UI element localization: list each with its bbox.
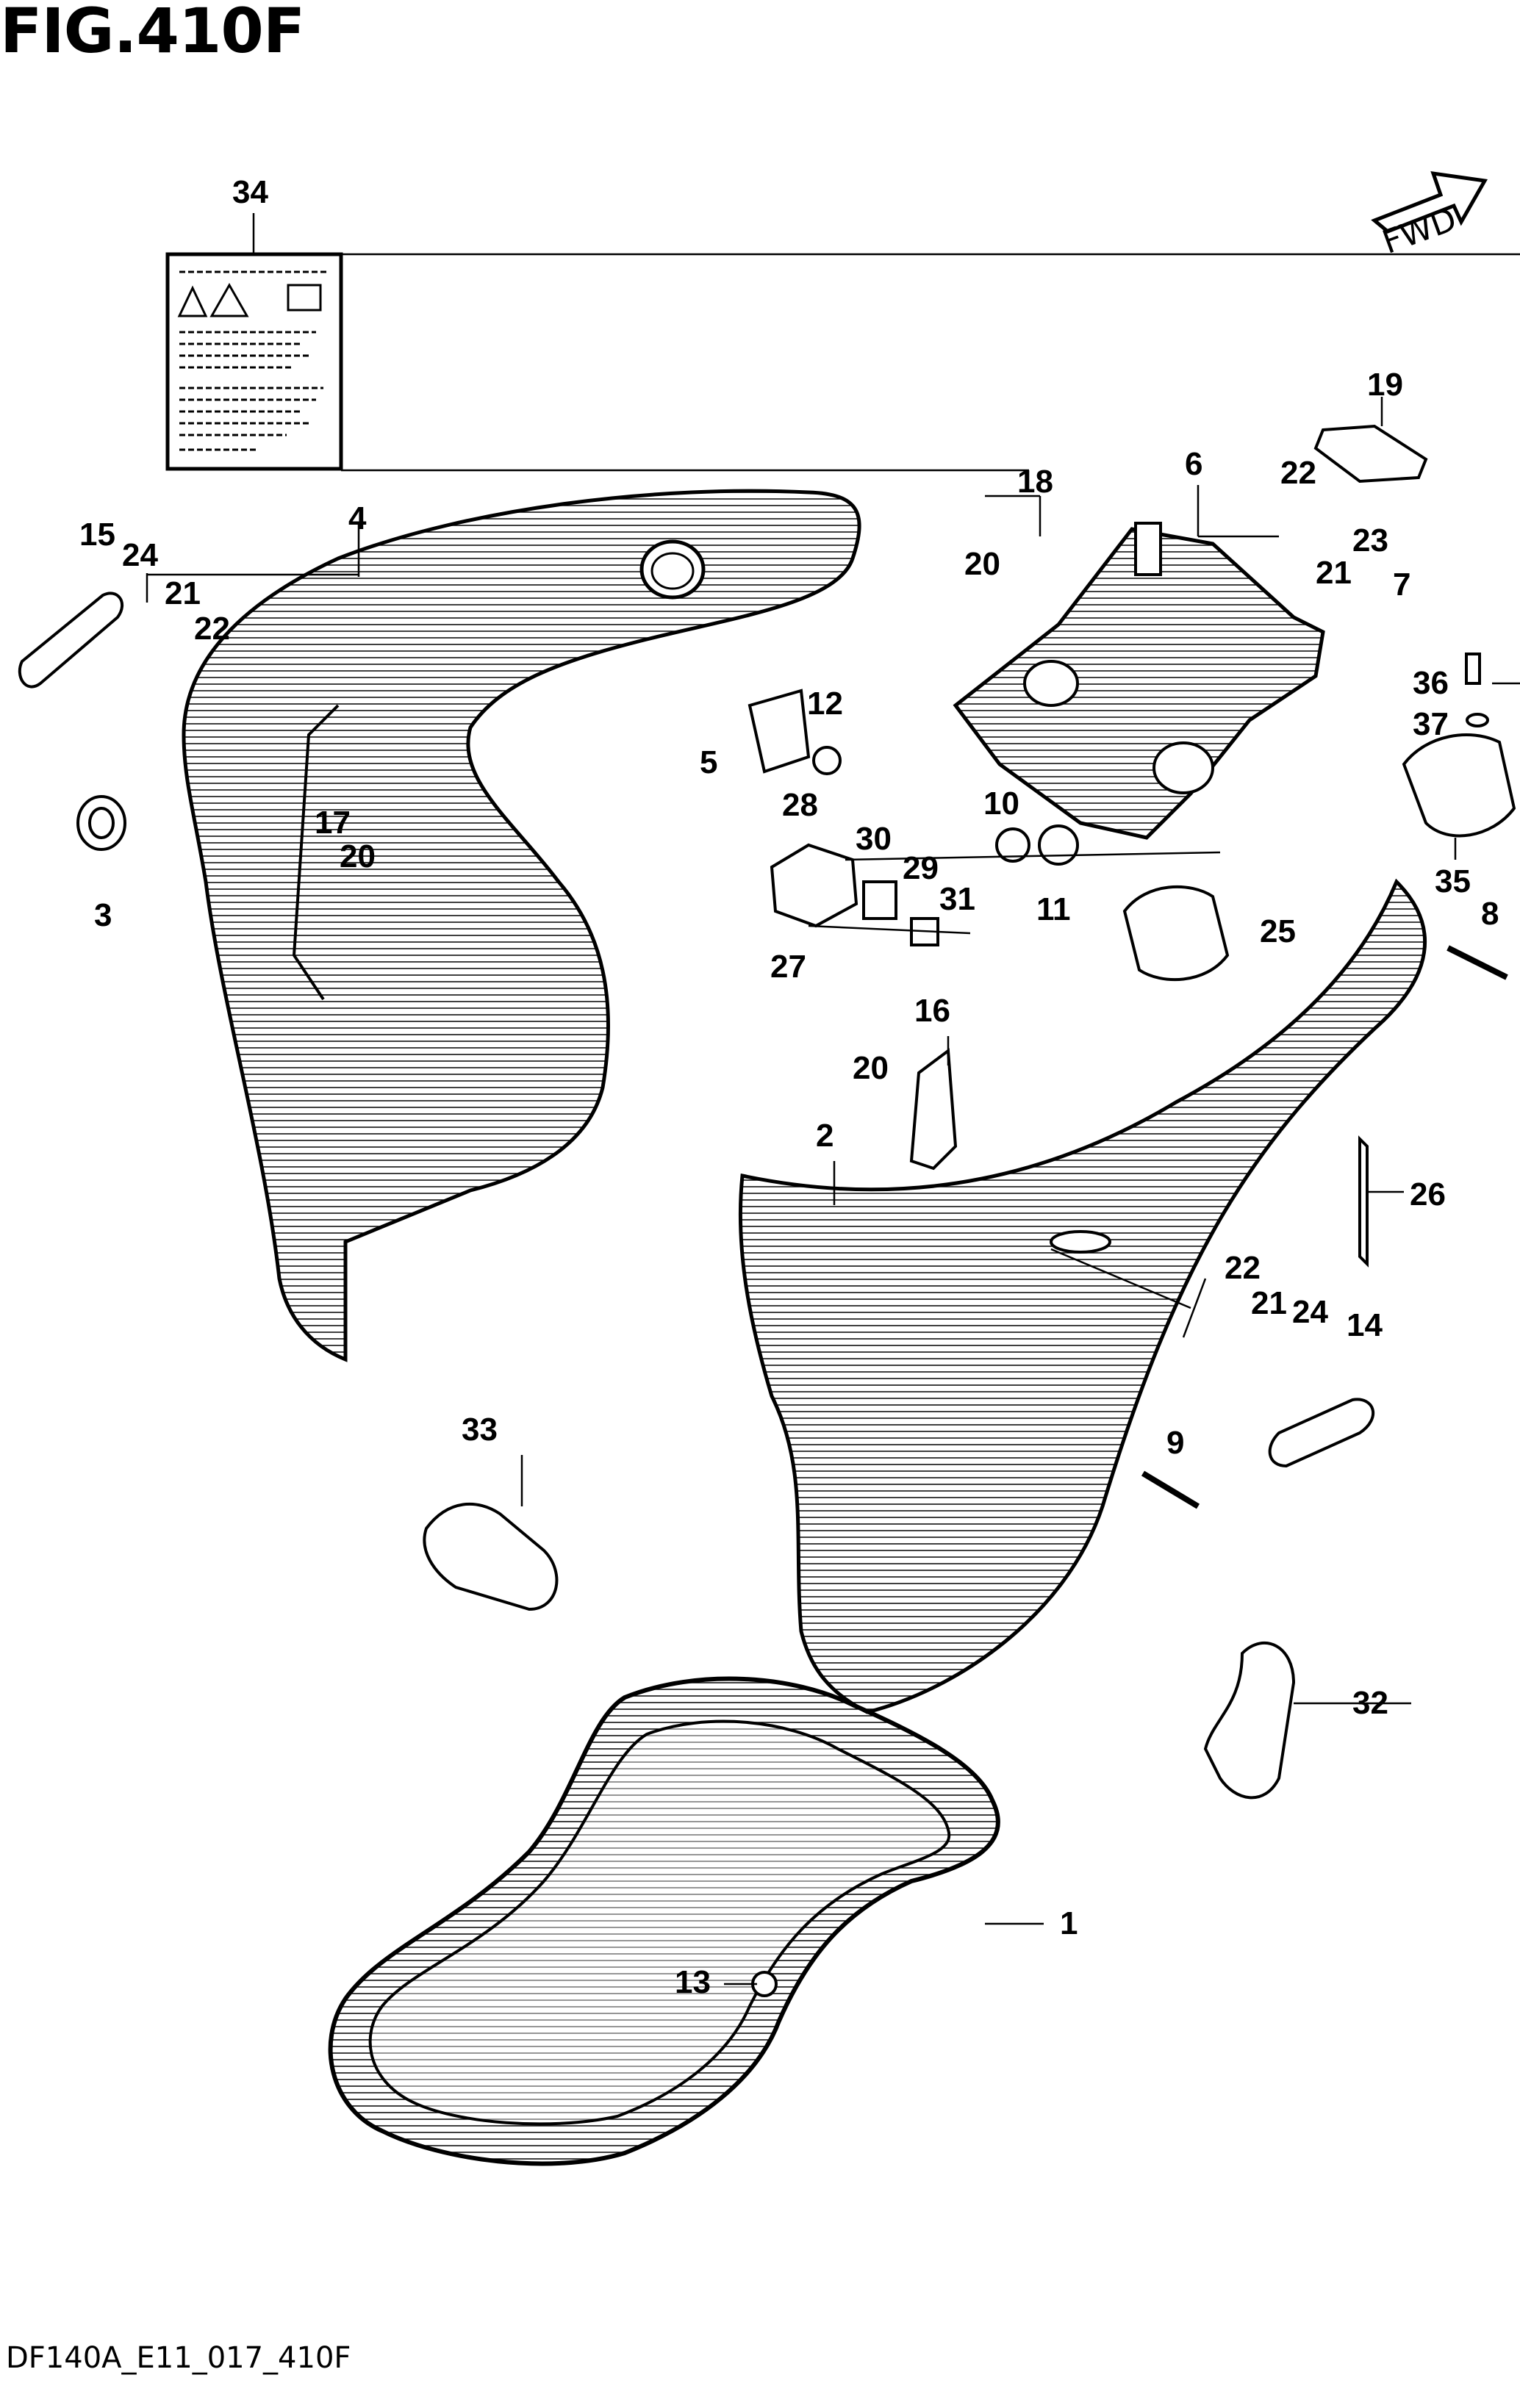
block-part-30 xyxy=(862,880,897,920)
callout-numbers: 1 2 3 4 5 6 7 8 9 10 11 12 13 14 15 16 1… xyxy=(79,174,1499,2000)
lower-cover-part xyxy=(738,878,1427,1714)
callout-29: 29 xyxy=(903,850,939,886)
bracket-part-16 xyxy=(909,1048,958,1171)
callout-17: 17 xyxy=(315,805,351,841)
bottom-frame-part xyxy=(328,1676,1000,2166)
callout-33: 33 xyxy=(462,1412,498,1448)
nut-part-10 xyxy=(995,827,1030,863)
washer-part-37 xyxy=(1466,713,1489,727)
callout-9: 9 xyxy=(1166,1425,1184,1461)
small-parts xyxy=(18,424,1516,1997)
callout-20a: 20 xyxy=(964,546,1000,582)
callout-34: 34 xyxy=(232,174,268,210)
upper-cover-part xyxy=(182,489,861,1362)
callout-11: 11 xyxy=(1036,891,1071,927)
tie-part-26 xyxy=(1358,1135,1369,1268)
callout-20b: 20 xyxy=(340,838,376,874)
callout-24a: 24 xyxy=(122,537,158,573)
callout-2: 2 xyxy=(816,1118,834,1154)
handle-part-15 xyxy=(18,592,123,689)
warning-label-sheet xyxy=(165,252,343,471)
callout-22a: 22 xyxy=(194,611,230,647)
handle-part-14 xyxy=(1268,1398,1375,1468)
bolt-part-9 xyxy=(1141,1470,1200,1509)
callout-21b: 21 xyxy=(1316,555,1352,591)
block-part-28 xyxy=(770,843,858,928)
grommet-part-11 xyxy=(1038,824,1079,866)
callout-13: 13 xyxy=(675,1964,711,2000)
callout-21c: 21 xyxy=(1251,1285,1287,1321)
support-bracket-part xyxy=(953,522,1325,840)
figure-title: FIG.410F xyxy=(0,0,305,67)
bolt-part-36 xyxy=(1465,653,1481,685)
callout-35: 35 xyxy=(1435,863,1471,899)
callout-12: 12 xyxy=(807,686,843,722)
callout-27: 27 xyxy=(770,949,806,985)
leader-lines xyxy=(146,213,1520,1985)
callout-32: 32 xyxy=(1352,1685,1388,1721)
callout-4: 4 xyxy=(348,500,367,536)
callout-15: 15 xyxy=(79,517,115,553)
callout-24b: 24 xyxy=(1292,1294,1328,1330)
plate-part-19 xyxy=(1313,424,1428,484)
callout-10: 10 xyxy=(983,786,1019,822)
callout-20c: 20 xyxy=(853,1050,889,1086)
callout-18: 18 xyxy=(1017,464,1053,500)
callout-6: 6 xyxy=(1185,446,1202,482)
callout-28: 28 xyxy=(782,787,818,823)
callout-14: 14 xyxy=(1347,1307,1383,1343)
callout-23: 23 xyxy=(1352,522,1388,558)
callout-26: 26 xyxy=(1410,1176,1446,1212)
fwd-arrow-icon: FWD xyxy=(1371,170,1488,262)
cap-part-12 xyxy=(812,746,842,775)
figure-code: DF140A_E11_017_410F xyxy=(6,2341,351,2375)
callout-25: 25 xyxy=(1260,913,1296,949)
callout-36: 36 xyxy=(1413,665,1449,701)
bolt-part-8 xyxy=(1446,945,1508,980)
clip-part-32 xyxy=(1203,1641,1296,1800)
grommet-part-33 xyxy=(423,1502,559,1611)
callout-7: 7 xyxy=(1393,567,1410,603)
callout-1: 1 xyxy=(1060,1905,1078,1941)
callout-21a: 21 xyxy=(165,575,201,611)
plate-part-5 xyxy=(748,689,811,774)
plug-part-25 xyxy=(1122,885,1230,982)
callout-8: 8 xyxy=(1481,896,1499,932)
callout-19: 19 xyxy=(1367,367,1403,403)
callout-5: 5 xyxy=(700,744,717,780)
clamp-part-35 xyxy=(1402,733,1516,838)
callout-22b: 22 xyxy=(1280,455,1316,491)
callout-3: 3 xyxy=(94,897,112,933)
callout-30: 30 xyxy=(856,821,892,857)
callout-31: 31 xyxy=(939,881,975,917)
callout-37: 37 xyxy=(1413,706,1449,742)
callout-22c: 22 xyxy=(1225,1250,1261,1286)
callout-16: 16 xyxy=(914,993,950,1029)
